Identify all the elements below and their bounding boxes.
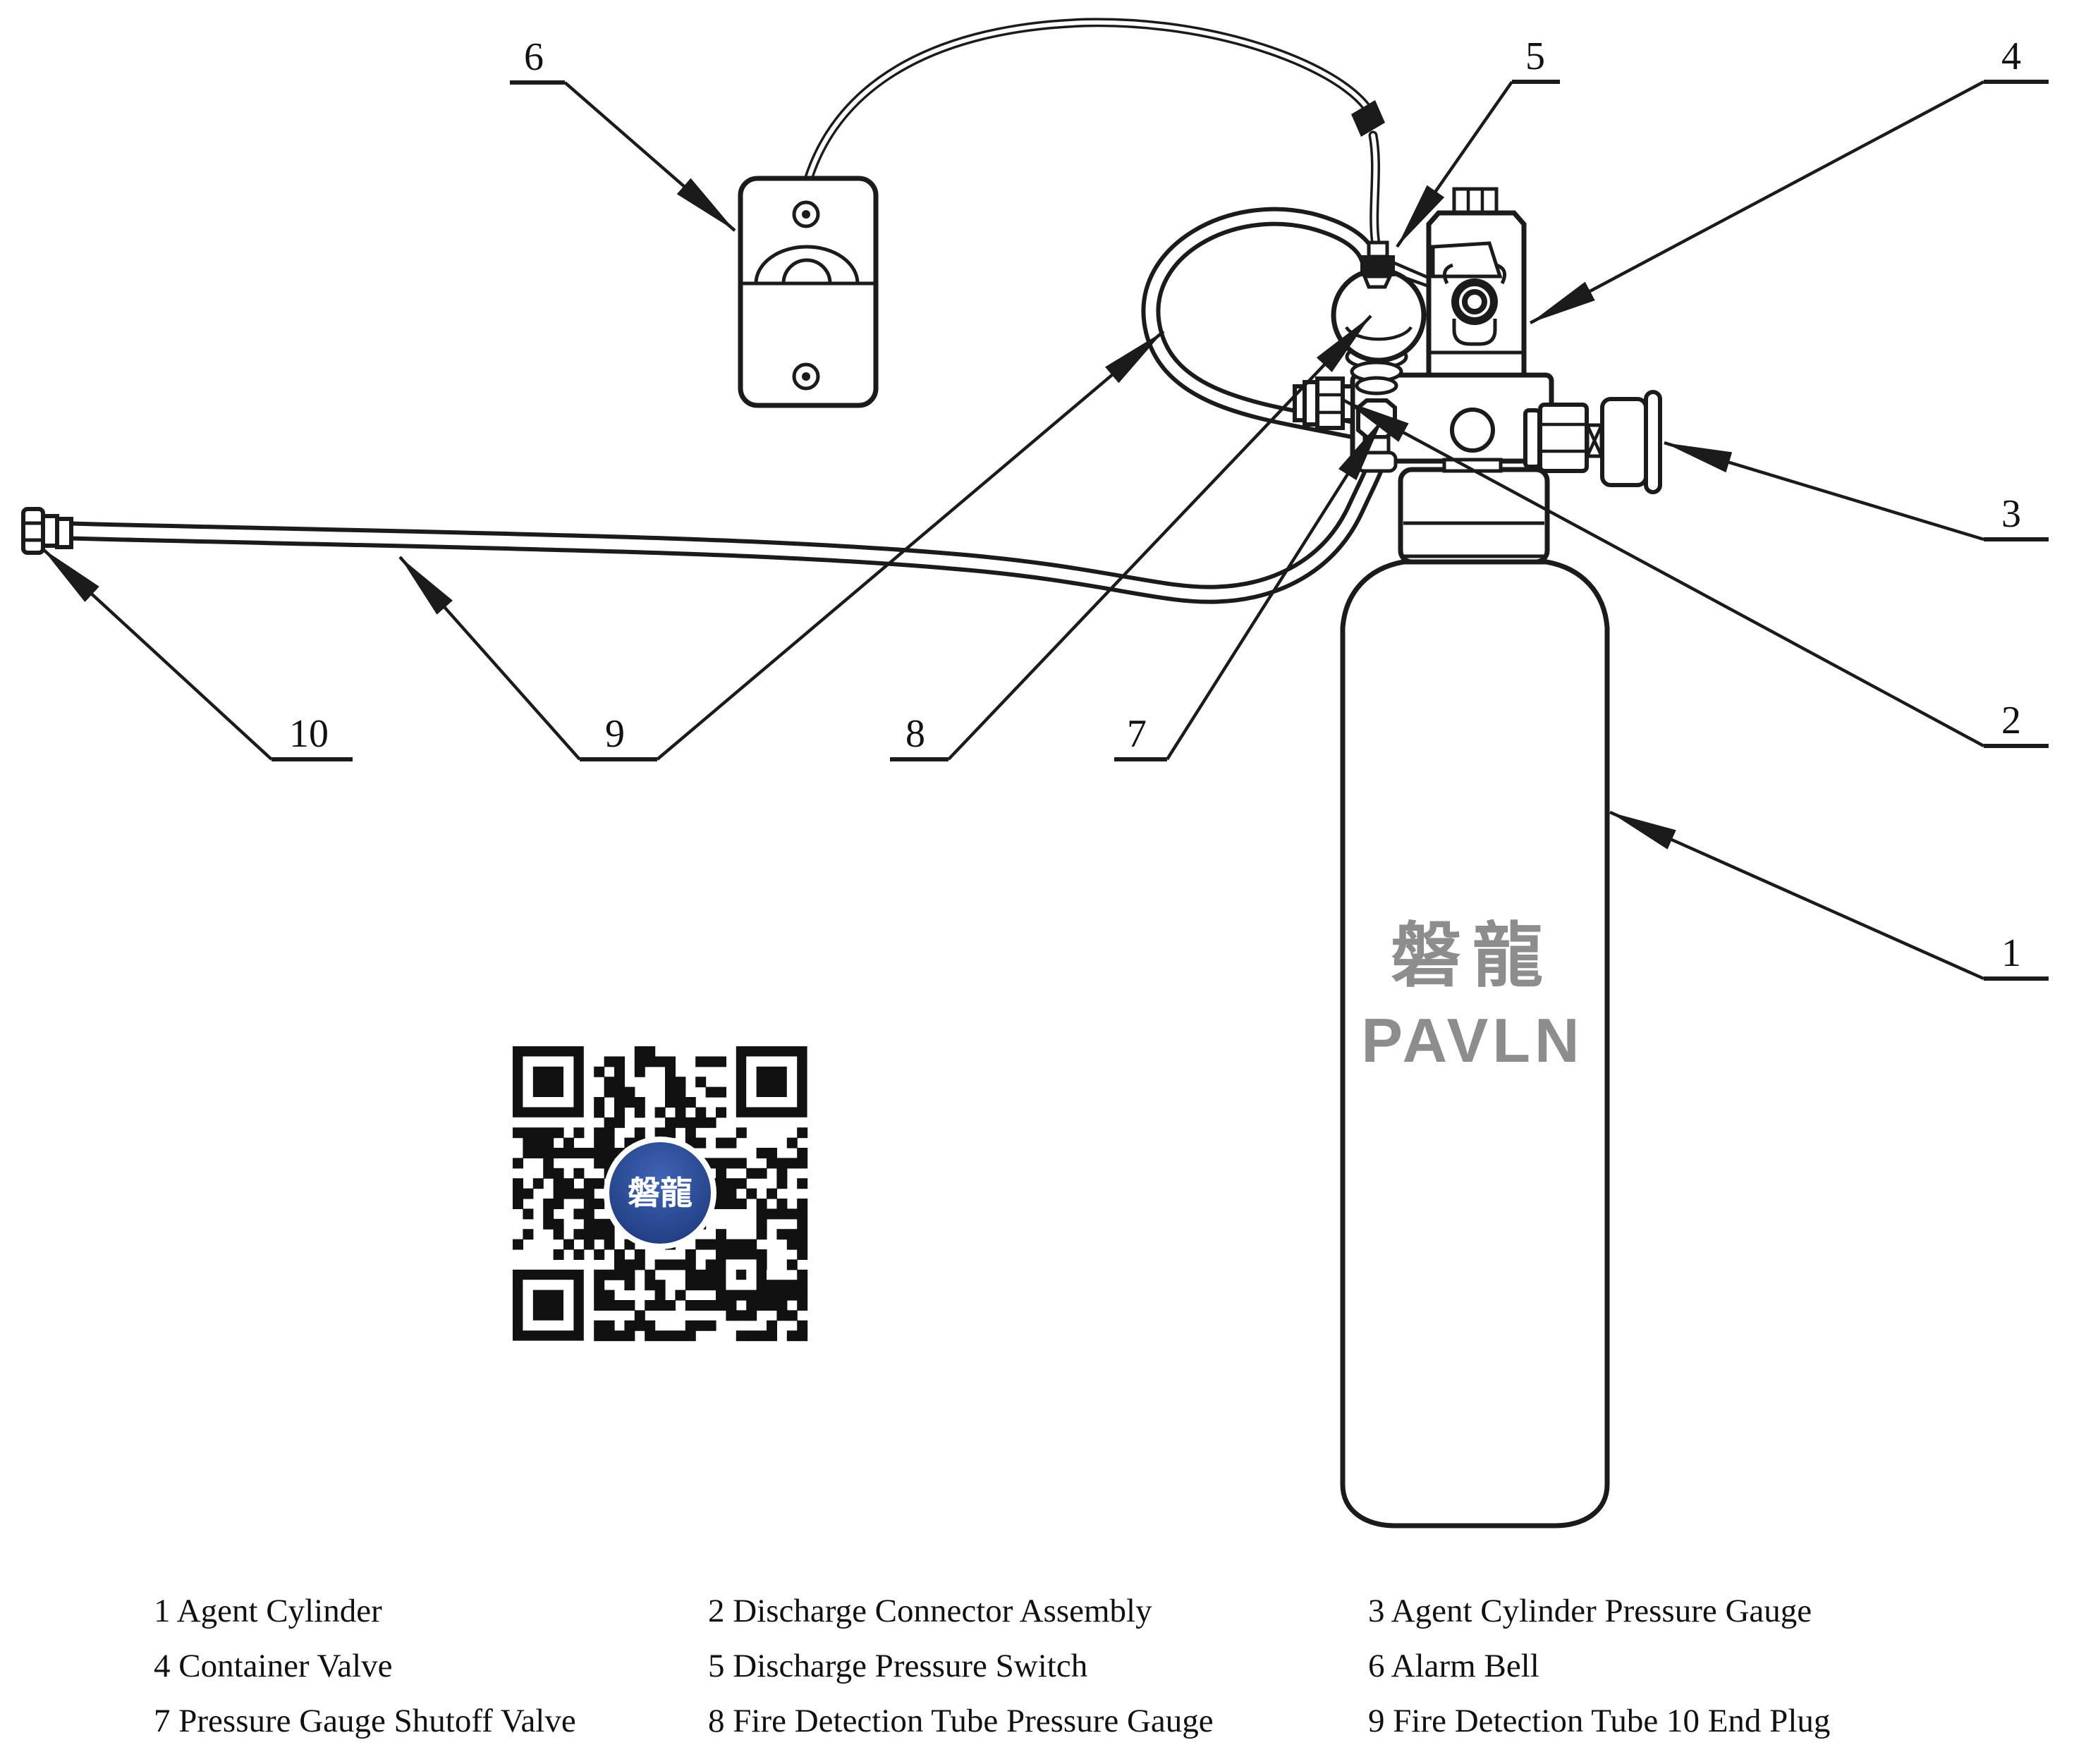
- solenoid-clip-right: [1496, 263, 1507, 285]
- wire-connector: [1351, 100, 1385, 137]
- cylinder-body: [1340, 559, 1610, 1529]
- callout-9: 9: [605, 712, 625, 756]
- leader-10: [41, 547, 273, 761]
- callout-underlines: [272, 80, 2049, 981]
- valve-top-cap: [1452, 187, 1499, 215]
- solenoid-bracket: [1452, 319, 1497, 346]
- leader-8: [947, 314, 1372, 761]
- bell-gong-notch: [781, 258, 832, 284]
- discharge-pressure-switch: [1360, 240, 1429, 289]
- leader-9-right: [656, 330, 1165, 761]
- callout-6: 6: [524, 35, 544, 79]
- callout-2: 2: [2001, 699, 2021, 742]
- cylinder-brand-en: PAVLN: [1361, 1005, 1583, 1075]
- callout-8: 8: [905, 712, 925, 756]
- alarm-bell-wire: [803, 18, 1385, 249]
- callout-1: 1: [2001, 931, 2021, 975]
- bell-gong-outer: [754, 245, 860, 284]
- leader-6: [563, 81, 736, 232]
- leader-4: [1529, 80, 1985, 324]
- legend-item-6: 6 Alarm Bell: [1368, 1648, 1539, 1684]
- leader-9-left: [398, 556, 581, 761]
- qr-logo-text: 磐龍: [628, 1174, 693, 1212]
- leader-lines: [41, 80, 1985, 981]
- valve-window: [1431, 241, 1503, 278]
- legend-item-7: 7 Pressure Gauge Shutoff Valve: [154, 1703, 576, 1739]
- qr-logo-badge: [609, 1142, 711, 1244]
- bell-housing: [738, 176, 879, 408]
- legend-item-3: 3 Agent Cylinder Pressure Gauge: [1368, 1593, 1812, 1629]
- valve-assembly: [1293, 187, 1662, 494]
- manifold-port: [1450, 408, 1495, 453]
- agent-cylinder-pressure-gauge: [1523, 390, 1662, 494]
- legend-item-8: 8 Fire Detection Tube Pressure Gauge: [708, 1703, 1214, 1739]
- bell-screw-top-center: [802, 210, 810, 219]
- legend-item-5: 5 Discharge Pressure Switch: [708, 1648, 1087, 1684]
- leader-7: [1166, 416, 1385, 761]
- callout-numbers: 1 2 3 4 5 6 7 8 9 10: [289, 35, 2021, 975]
- legend: 1 Agent Cylinder 2 Discharge Connector A…: [154, 1593, 1830, 1739]
- legend-item-9: 9 Fire Detection Tube 10 End Plug: [1368, 1703, 1830, 1739]
- leader-2: [1343, 399, 1985, 747]
- callout-10: 10: [289, 712, 329, 756]
- cylinder-brand-cn: 磐龍: [1391, 914, 1554, 997]
- callout-7: 7: [1127, 712, 1147, 756]
- agent-cylinder: 磐龍 PAVLN: [1340, 467, 1610, 1529]
- leader-1: [1609, 810, 1984, 981]
- callout-5: 5: [1525, 35, 1545, 78]
- gauge-body: [1600, 397, 1648, 487]
- leader-3: [1664, 441, 1984, 541]
- fire-detection-tube: [61, 207, 1384, 604]
- cylinder-neck-ring: [1398, 467, 1550, 565]
- solenoid-clip-left: [1442, 263, 1453, 285]
- legend-item-4: 4 Container Valve: [154, 1648, 393, 1684]
- callout-3: 3: [2001, 492, 2021, 536]
- leader-5: [1396, 80, 1513, 248]
- end-plug: [21, 507, 73, 555]
- gauge-face: [1644, 390, 1662, 494]
- bell-screw-bottom-center: [802, 372, 810, 381]
- alarm-bell: [738, 176, 879, 408]
- legend-item-1: 1 Agent Cylinder: [154, 1593, 382, 1629]
- legend-item-2: 2 Discharge Connector Assembly: [708, 1593, 1152, 1629]
- container-valve: [1426, 187, 1527, 378]
- callout-4: 4: [2001, 35, 2021, 78]
